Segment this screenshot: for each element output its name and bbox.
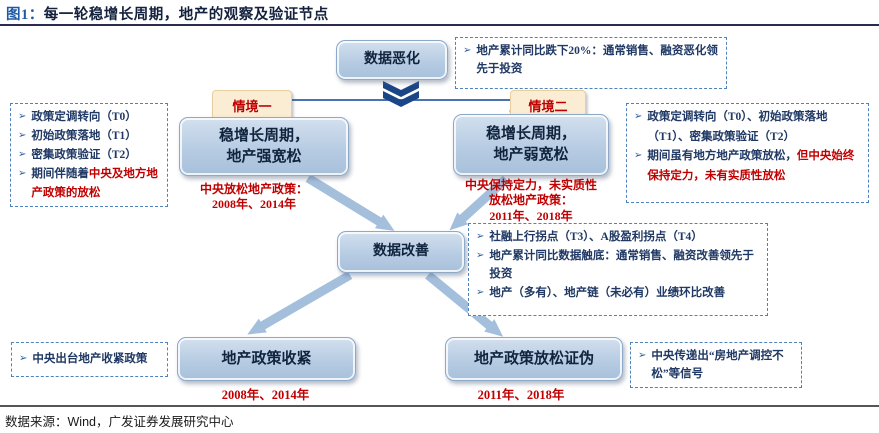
tag-scenario-1: 情境一 [212, 90, 292, 120]
annotation-scenario-1: 中央放松地产政策： 2008年、2014年 [178, 182, 330, 213]
note-text: 中央传递出“房地产调控不松”等信号 [651, 350, 784, 381]
note-item: ➢ 期间虽有地方地产政策放松，但中央始终保持定力，未有实质性放松 [632, 147, 862, 186]
note-text: 政策定调转向（T0）、初始政策落地（T1）、密集政策验证（T2） [647, 111, 828, 143]
flow-arrow-improve-to-tighten [247, 271, 353, 335]
note-item: ➢ 地产（多有）、地产链（未必有）业绩环比改善 [474, 284, 761, 303]
note-text: 期间虽有地方地产政策放松， [647, 150, 797, 163]
note-item: ➢ 中央传递出“房地产调控不松”等信号 [636, 347, 795, 384]
tag-label: 情境一 [232, 98, 272, 114]
arrow-bullet-icon: ➢ [476, 231, 485, 242]
node-scenario-1: 稳增长周期， 地产强宽松 [179, 117, 349, 176]
data-source: 数据来源：Wind，广发证券发展研究中心 [5, 415, 234, 429]
arrow-bullet-icon: ➢ [19, 353, 28, 365]
note-item: ➢ 中央出台地产收紧政策 [17, 350, 147, 369]
arrow-bullet-icon: ➢ [463, 45, 472, 56]
node-label: 地产政策收紧 [221, 350, 312, 367]
annotation-years-tighten: 2008年、2014年 [221, 388, 310, 402]
note-text: 政策定调转向（T0） [31, 111, 137, 123]
node-scenario-2: 稳增长周期， 地产弱宽松 [453, 114, 609, 176]
note-item: ➢ 地产累计同比跌下20%：通常销售、融资恶化领先于投资 [461, 42, 720, 79]
annotation-line: 放松地产政策： [488, 193, 573, 208]
note-loosen-falsified: ➢ 中央传递出“房地产调控不松”等信号 [630, 342, 802, 388]
arrow-bullet-icon: ➢ [634, 150, 643, 162]
arrow-bullet-icon: ➢ [476, 286, 485, 298]
note-item: ➢ 初始政策落地（T1） [16, 127, 161, 146]
node-label-line2: 地产弱宽松 [493, 147, 569, 163]
note-scenario-1-signals: ➢ 政策定调转向（T0） ➢ 初始政策落地（T1） ➢ 密集政策验证（T2） ➢… [10, 103, 168, 207]
note-item: ➢ 期间伴随着中央及地方地产政策的放松 [16, 165, 161, 203]
note-text: 通常销售、融资恶化领先于投资 [476, 45, 718, 76]
note-text: 中央出台地产收紧政策 [32, 353, 148, 366]
node-loosen-falsified: 地产政策放松证伪 [445, 337, 623, 381]
node-label: 地产政策放松证伪 [473, 350, 594, 367]
note-item: ➢ 社融上行拐点（T3）、A股盈利拐点（T4） [474, 228, 761, 247]
note-text: 地产累计同比数据触底：通常销售、融资改善领先于投资 [489, 249, 754, 281]
note-policy-tighten: ➢ 中央出台地产收紧政策 [11, 342, 168, 377]
tag-label: 情境二 [528, 98, 568, 114]
arrow-bullet-icon: ➢ [18, 111, 27, 122]
note-text-red: 中央及地方地产政策的放松 [31, 167, 158, 199]
node-label-line1: 稳增长周期， [218, 127, 309, 144]
chevron-down-icon [383, 81, 419, 107]
header-divider [0, 24, 879, 26]
arrow-bullet-icon: ➢ [476, 249, 485, 261]
note-text: 期间伴随着 [31, 167, 89, 180]
node-data-improve: 数据改善 [337, 231, 465, 273]
note-text: 初始政策落地（T1） [31, 129, 137, 142]
node-label-line1: 稳增长周期， [485, 126, 576, 142]
note-text: 地产（多有）、地产链（未必有）业绩环比改善 [489, 286, 726, 299]
note-item: ➢ 政策定调转向（T0）、初始政策落地（T1）、密集政策验证（T2） [632, 108, 862, 147]
figure-label: 图1： [6, 7, 44, 23]
figure-title: 图1：每一轮稳增长周期，地产的观察及验证节点 [6, 3, 874, 24]
node-label-line2: 地产强宽松 [226, 148, 302, 165]
annotation-line: 2008年、2014年 [211, 197, 296, 212]
node-policy-tighten: 地产政策收紧 [177, 337, 356, 381]
note-bold: 地产累计同比跌下20%： [476, 45, 603, 57]
annotation-line: 中央保持定力，未实质性 [464, 178, 597, 192]
note-text: 密集政策验证（T2） [31, 148, 137, 161]
footer-divider [0, 405, 879, 407]
note-text: 社融上行拐点（T3）、A股盈利拐点（T4） [489, 231, 703, 243]
note-data-improve: ➢ 社融上行拐点（T3）、A股盈利拐点（T4） ➢ 地产累计同比数据触底：通常销… [468, 223, 768, 316]
node-data-worsen: 数据恶化 [336, 40, 448, 80]
note-text-red: 但中央始终保持定力，未有实质性放松 [647, 150, 855, 182]
annotation-years-falsified: 2011年、2018年 [477, 388, 565, 402]
connector-line [283, 99, 517, 115]
note-item: ➢ 政策定调转向（T0） [16, 108, 161, 127]
annotation-line: 中央放松地产政策： [199, 182, 308, 196]
node-label: 数据恶化 [364, 52, 420, 68]
arrow-bullet-icon: ➢ [18, 129, 27, 141]
annotation-line: 2011年、2018年 [489, 208, 573, 223]
node-label: 数据改善 [373, 244, 429, 260]
annotation-scenario-2: 中央保持定力，未实质性 放松地产政策： 2011年、2018年 [443, 178, 619, 224]
arrow-bullet-icon: ➢ [634, 111, 643, 122]
note-scenario-2-signals: ➢ 政策定调转向（T0）、初始政策落地（T1）、密集政策验证（T2） ➢ 期间虽… [626, 103, 869, 203]
arrow-bullet-icon: ➢ [18, 148, 27, 160]
arrow-bullet-icon: ➢ [18, 167, 27, 179]
note-item: ➢ 地产累计同比数据触底：通常销售、融资改善领先于投资 [474, 247, 761, 284]
note-data-worsen: ➢ 地产累计同比跌下20%：通常销售、融资恶化领先于投资 [455, 37, 727, 89]
note-item: ➢ 密集政策验证（T2） [16, 146, 161, 165]
figure-title-text: 每一轮稳增长周期，地产的观察及验证节点 [43, 7, 329, 23]
arrow-bullet-icon: ➢ [638, 350, 647, 361]
